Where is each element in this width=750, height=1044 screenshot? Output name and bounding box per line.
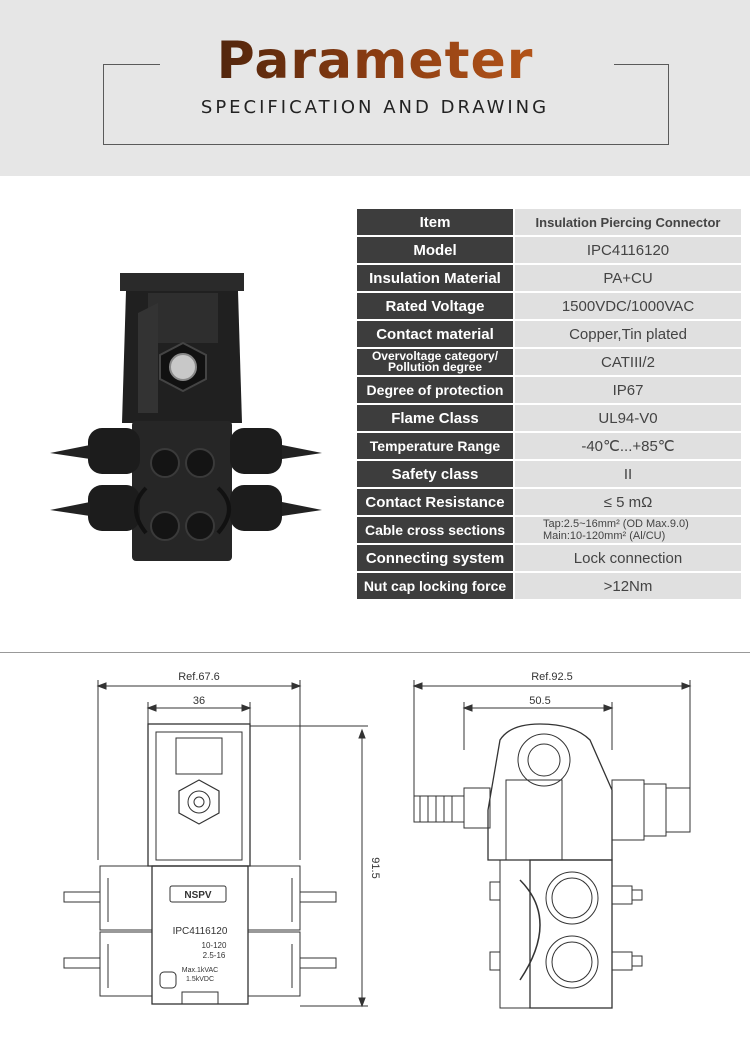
spec-row-model: Model IPC4116120	[357, 237, 741, 263]
spec-value: IP67	[515, 377, 741, 403]
front-label-tap: 2.5-16	[203, 951, 226, 960]
photo-cylinder-bl	[88, 485, 140, 531]
spec-key: Flame Class	[357, 405, 513, 431]
front-dim-inner: 36	[193, 695, 205, 707]
spec-key: Rated Voltage	[357, 293, 513, 319]
spec-key: Connecting system	[357, 545, 513, 571]
spec-row-overvoltage: Overvoltage category/ Pollution degree C…	[357, 349, 741, 375]
spec-value: 1500VDC/1000VAC	[515, 293, 741, 319]
photo-cap-2	[185, 448, 215, 478]
product-photo	[50, 273, 322, 561]
spec-value: ≤ 5 mΩ	[515, 489, 741, 515]
spec-row-temperature: Temperature Range -40℃...+85℃	[357, 433, 741, 459]
spec-row-rated-voltage: Rated Voltage 1500VDC/1000VAC	[357, 293, 741, 319]
spec-row-cable-cross-sections: Cable cross sections Tap:2.5~16mm² (OD M…	[357, 517, 741, 543]
front-view-drawing: NSPV IPC4116120 10-120 2.5-16 Max.1kVAC …	[63, 671, 381, 1008]
spec-value: CATIII/2	[515, 349, 741, 375]
spec-row-contact-resistance: Contact Resistance ≤ 5 mΩ	[357, 489, 741, 515]
spec-value: II	[515, 461, 741, 487]
photo-cylinder-tl	[88, 428, 140, 474]
technical-drawings: NSPV IPC4116120 10-120 2.5-16 Max.1kVAC …	[63, 671, 692, 1009]
spec-value-line-2: Main:10-120mm² (Al/CU)	[543, 530, 666, 542]
page-title: Parameter	[0, 26, 750, 96]
spec-value-line-1: Tap:2.5~16mm² (OD Max.9.0)	[543, 518, 689, 530]
spec-value: IPC4116120	[515, 237, 741, 263]
spec-key: Insulation Material	[357, 265, 513, 291]
spec-value: PA+CU	[515, 265, 741, 291]
title-frame	[103, 64, 669, 145]
spec-key: Degree of protection	[357, 377, 513, 403]
front-label-model: IPC4116120	[173, 926, 228, 937]
spec-row-flame-class: Flame Class UL94-V0	[357, 405, 741, 431]
spec-row-contact-material: Contact material Copper,Tin plated	[357, 321, 741, 347]
front-dim-height: 91.5	[369, 857, 381, 878]
spec-row-insulation-material: Insulation Material PA+CU	[357, 265, 741, 291]
spec-key: Cable cross sections	[357, 517, 513, 543]
spec-row-protection: Degree of protection IP67	[357, 377, 741, 403]
side-dim-overall: Ref.92.5	[531, 671, 573, 683]
photo-cylinder-br	[230, 485, 282, 531]
spec-value: Lock connection	[515, 545, 741, 571]
spec-key: Nut cap locking force	[357, 573, 513, 599]
spec-value: >12Nm	[515, 573, 741, 599]
page-subtitle: SPECIFICATION AND DRAWING	[200, 97, 550, 118]
spec-key: Safety class	[357, 461, 513, 487]
section-divider	[0, 652, 750, 653]
side-view-drawing: Ref.92.5 50.5	[412, 671, 692, 1009]
spec-value: Copper,Tin plated	[515, 321, 741, 347]
spec-row-item: Item Insulation Piercing Connector	[357, 209, 741, 235]
spec-value: UL94-V0	[515, 405, 741, 431]
photo-bolt	[169, 353, 197, 381]
spec-value: Insulation Piercing Connector	[515, 209, 741, 235]
front-label-brand: NSPV	[184, 890, 212, 901]
title-frame-top-right	[614, 64, 668, 65]
front-label-voltage: Max.1kVAC	[182, 967, 218, 974]
spec-row-connecting-system: Connecting system Lock connection	[357, 545, 741, 571]
spec-key: Overvoltage category/ Pollution degree	[357, 349, 513, 375]
spec-key: Temperature Range	[357, 433, 513, 459]
photo-cap-1	[150, 448, 180, 478]
photo-top-cap	[120, 273, 244, 291]
spec-key: Model	[357, 237, 513, 263]
photo-cap-4	[185, 511, 215, 541]
photo-lower-body	[132, 421, 232, 561]
spec-key: Contact Resistance	[357, 489, 513, 515]
spec-key: Contact material	[357, 321, 513, 347]
spec-row-nut-cap-force: Nut cap locking force >12Nm	[357, 573, 741, 599]
spec-key: Item	[357, 209, 513, 235]
spec-row-safety-class: Safety class II	[357, 461, 741, 487]
side-dim-inner: 50.5	[529, 695, 550, 707]
header-banner	[0, 0, 750, 176]
spec-value: Tap:2.5~16mm² (OD Max.9.0) Main:10-120mm…	[515, 517, 741, 543]
photo-cylinder-tr	[230, 428, 282, 474]
front-label-test: 1.5kVDC	[186, 976, 214, 983]
spec-value: -40℃...+85℃	[515, 433, 741, 459]
photo-cap-3	[150, 511, 180, 541]
front-dim-overall: Ref.67.6	[178, 671, 220, 683]
spec-table: Item Insulation Piercing Connector Model…	[355, 207, 743, 601]
title-frame-top-left	[103, 64, 160, 65]
front-label-main: 10-120	[202, 941, 227, 950]
